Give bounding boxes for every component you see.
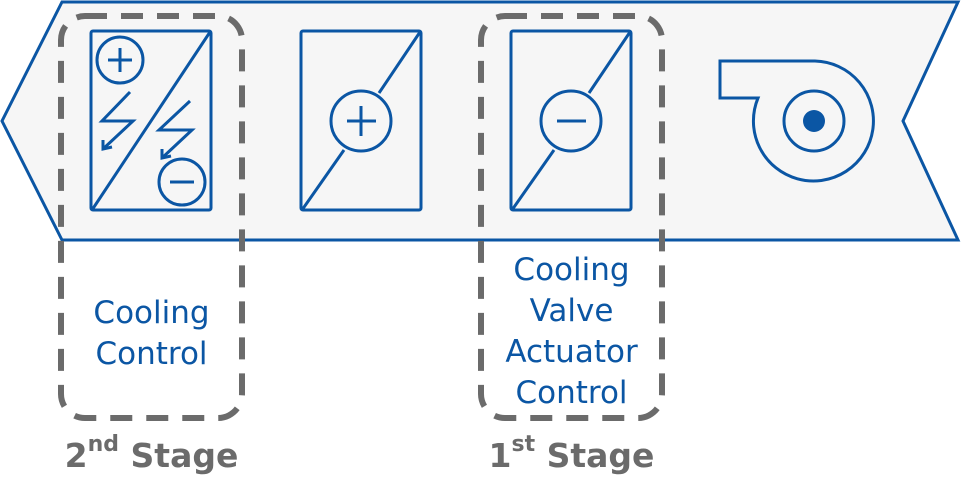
label-line: Cooling xyxy=(93,295,210,331)
group-box-2nd-stage xyxy=(58,13,245,421)
stage-label-2nd: 2nd Stage xyxy=(41,432,262,475)
plate-heat-exchanger-icon xyxy=(89,29,213,212)
group-box-1st-stage xyxy=(478,13,665,421)
label-line: Control xyxy=(95,336,208,372)
stage-suffix: nd xyxy=(87,432,120,457)
heating-coil-plus-icon xyxy=(299,29,423,212)
label-line: Valve xyxy=(529,293,614,329)
label-line: Actuator xyxy=(505,334,638,370)
stage-word: Stage xyxy=(130,436,239,475)
label-line: Control xyxy=(515,375,628,411)
cooling-coil-minus-icon xyxy=(509,29,633,212)
fan-icon xyxy=(718,59,875,183)
cooling-control-label: Cooling Control xyxy=(61,293,242,375)
stage-suffix: st xyxy=(511,432,536,457)
stage-label-1st: 1st Stage xyxy=(461,432,682,475)
label-line: Cooling xyxy=(513,252,630,288)
stage-number: 2 xyxy=(64,436,88,475)
cooling-valve-actuator-control-label: Cooling Valve Actuator Control xyxy=(481,250,662,414)
stage-number: 1 xyxy=(488,436,512,475)
stage-word: Stage xyxy=(546,436,655,475)
